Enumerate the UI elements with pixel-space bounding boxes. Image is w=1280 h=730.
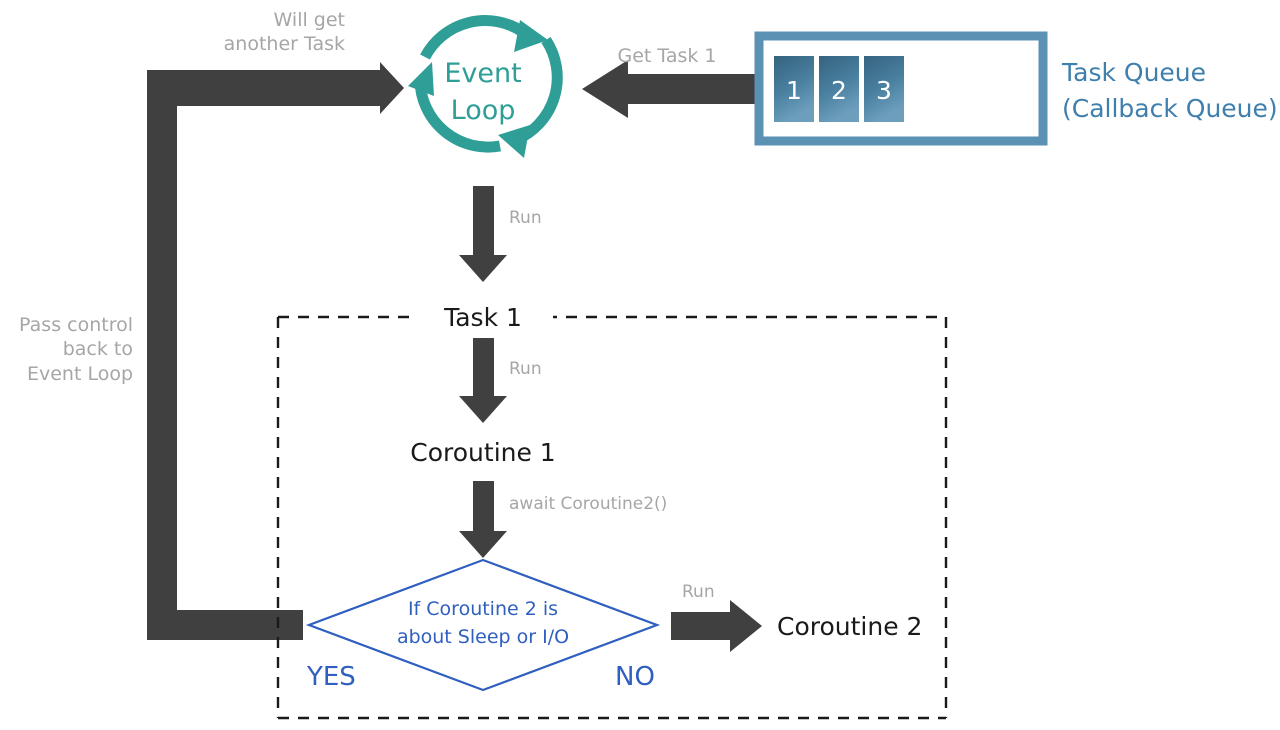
event-loop-circle-icon xyxy=(408,15,563,158)
coroutine-2-label: Coroutine 2 xyxy=(777,612,923,641)
task-1-title: Task 1 xyxy=(413,302,553,334)
edge-label-pass-control-back: Pass control back to Event Loop xyxy=(19,314,133,385)
task-queue-item-2-label: 2 xyxy=(831,76,847,105)
coroutine-1-label: Coroutine 1 xyxy=(410,438,556,467)
task-1-dashed-box xyxy=(276,315,948,720)
task-queue-title-line1: Task Queue xyxy=(1062,58,1207,87)
edge-label-will-get-another-task: Will get another Task xyxy=(223,9,345,56)
event-loop-label-line1: Event xyxy=(444,58,522,89)
edge-label-run-to-coroutine2: Run xyxy=(682,582,715,602)
run-to-task-arrow xyxy=(459,186,507,282)
decision-diamond xyxy=(305,558,661,692)
run-to-coroutine1-arrow xyxy=(459,338,507,423)
decision-text-line2: about Sleep or I/O xyxy=(396,626,570,648)
task-queue-item-3 xyxy=(864,56,904,122)
pass-control-feedback-arrow xyxy=(147,62,404,640)
task-queue-item-1 xyxy=(774,56,814,122)
edge-label-run-to-task: Run xyxy=(509,208,542,228)
await-coroutine2-arrow xyxy=(459,481,507,558)
edge-label-run-to-coroutine1: Run xyxy=(509,359,542,379)
run-to-coroutine2-arrow xyxy=(671,600,762,652)
decision-text-line1: If Coroutine 2 is xyxy=(407,598,559,620)
decision-no-label: NO xyxy=(615,662,655,692)
task-queue-item-1-label: 1 xyxy=(786,76,802,105)
task-queue-title-line2: (Callback Queue) xyxy=(1062,94,1278,123)
event-loop-label-line2: Loop xyxy=(450,95,516,126)
decision-yes-label: YES xyxy=(307,662,356,692)
edge-label-get-task-1: Get Task 1 xyxy=(617,45,717,67)
get-task-1-arrow xyxy=(582,60,755,118)
task-queue-item-3-label: 3 xyxy=(876,76,892,105)
task-queue-item-2 xyxy=(819,56,859,122)
task-queue-items xyxy=(774,56,904,122)
edge-label-await-coroutine2: await Coroutine2() xyxy=(509,494,668,514)
